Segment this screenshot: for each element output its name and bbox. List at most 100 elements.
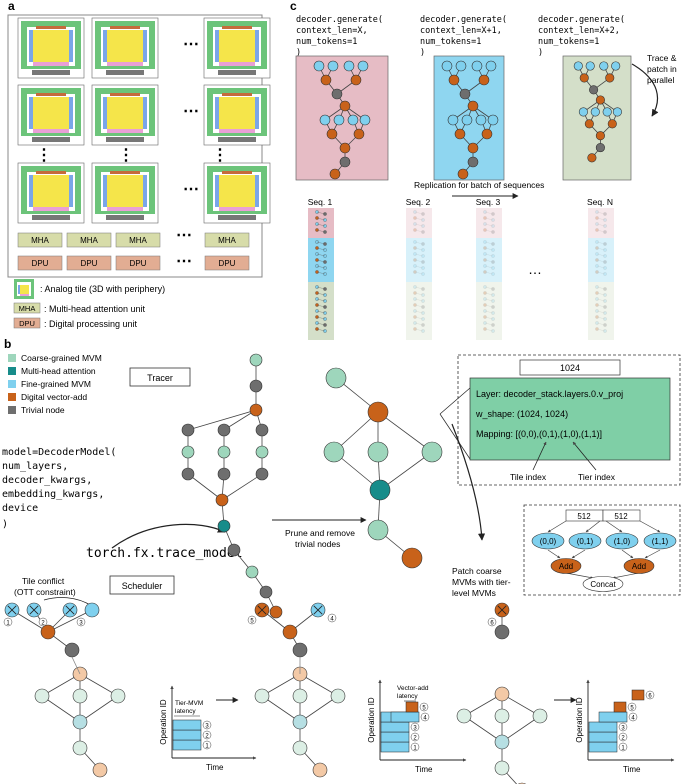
- tile-periph-bottom: [33, 207, 69, 211]
- tile-periph-right: [255, 97, 259, 129]
- dec-x-node: [357, 60, 369, 72]
- seq-mini-edge: [414, 271, 424, 275]
- sched-stage-2-body-node: [254, 688, 270, 704]
- seq-mini-node: [603, 299, 607, 303]
- seq-mini-node: [483, 246, 487, 250]
- full-node: [255, 445, 269, 459]
- dec-x-node: [333, 114, 345, 126]
- seq-column-4: [588, 208, 614, 340]
- seq-mini-node: [421, 266, 425, 270]
- code-1-line-3: num_tokens=1: [296, 37, 357, 47]
- full-node: [217, 423, 231, 437]
- code-2-line-1: decoder.generate(: [420, 15, 507, 25]
- seq-mini-node: [421, 329, 425, 333]
- c3-op1-num: 1: [621, 746, 625, 752]
- tile-periph-left: [103, 30, 107, 62]
- add-right-label: Add: [632, 562, 646, 571]
- tile-periph-right: [255, 175, 259, 207]
- mha-unit-0: [17, 232, 63, 248]
- sequence-ellipsis: …: [528, 261, 542, 277]
- seq-mini-edge: [414, 265, 424, 269]
- seq-mini-node: [483, 321, 487, 325]
- seq-mini-edge: [316, 328, 326, 332]
- c2-op2-bar: [380, 731, 410, 743]
- seq-3-label: Seq. 3: [476, 197, 501, 207]
- seq-mini-node: [491, 254, 495, 258]
- dec-x-node: [329, 168, 341, 180]
- dec-x1-node: [441, 60, 453, 72]
- mha-unit-label-2: MHA: [129, 236, 147, 245]
- seq-mini-edge: [316, 223, 326, 227]
- seq-mini-node: [491, 212, 495, 216]
- seq-mini-edge: [414, 229, 424, 233]
- sched-stage-3-body-edge: [501, 715, 541, 743]
- seq-mini-edge: [596, 259, 606, 263]
- seq-mini-edge: [596, 286, 606, 290]
- dec-x1-node: [459, 88, 471, 100]
- seq-mini-edge: [316, 316, 326, 320]
- tile-r0-c1: [91, 17, 159, 79]
- c3-op5-bar: [613, 701, 627, 713]
- mha-unit-label-0: MHA: [31, 236, 49, 245]
- tile-periph-right: [143, 30, 147, 62]
- trace-note-1: Trace &: [647, 53, 677, 63]
- scheduler-label: Scheduler: [122, 581, 163, 591]
- seq-mini-edge: [414, 259, 424, 263]
- pruned-graph: [323, 367, 443, 569]
- seq-mini-edge: [596, 253, 606, 257]
- seq-mini-edge: [484, 316, 494, 320]
- seq-mini-node: [595, 216, 599, 220]
- seq-column-1: [308, 208, 334, 340]
- tile-base: [32, 70, 70, 75]
- seq-mini-edge: [596, 265, 606, 269]
- sched-s3-top-graph: [494, 602, 510, 640]
- legend-tile-text: : Analog tile (3D with periphery): [40, 284, 165, 294]
- tile-periph-top: [110, 93, 140, 96]
- sched-s1-num-ring: [3, 617, 13, 627]
- c3-op6-num: 6: [648, 694, 652, 700]
- dec-x1-node: [481, 128, 493, 140]
- seq-mini-edge: [596, 328, 606, 332]
- dec-x2-node: [584, 119, 594, 129]
- sched-s1-top-node: [40, 624, 56, 640]
- seq-mini-node: [413, 228, 417, 232]
- tile-array: [107, 175, 143, 207]
- tile-r1-c2: [203, 84, 271, 146]
- seq-block-pink: [308, 208, 334, 238]
- seq-mini-edge: [596, 298, 606, 302]
- tile-periph-left: [215, 30, 219, 62]
- seq-mini-node: [491, 293, 495, 297]
- decoder-graphs: [313, 60, 622, 180]
- tile-index-pointer: [532, 441, 547, 471]
- full-node: [249, 403, 263, 417]
- tier-latency-1: Tier-MVM: [175, 700, 203, 707]
- dec-x2-node: [578, 107, 588, 117]
- trace-call: torch.fx.trace_model: [86, 546, 243, 561]
- seq-block-blue: [588, 238, 614, 282]
- sched-stage-1-body-edge: [79, 695, 119, 723]
- seq-mini-node: [491, 224, 495, 228]
- seq-mini-node: [491, 272, 495, 276]
- tile-array: [33, 30, 69, 62]
- seq-mini-edge: [414, 316, 424, 320]
- full-node: [227, 543, 241, 557]
- legend-add-text: Digital vector-add: [21, 392, 87, 402]
- seq-mini-node: [483, 303, 487, 307]
- sched-stage-3-body-node: [494, 734, 510, 750]
- seq-mini-node: [421, 305, 425, 309]
- sched-stage-1-body-edge: [41, 673, 81, 697]
- sched-s3-num-ring: [487, 617, 497, 627]
- seq-mini-node: [603, 230, 607, 234]
- seq-mini-node: [413, 252, 417, 256]
- seq-mini-node: [491, 287, 495, 291]
- dec-x2-node: [590, 107, 600, 117]
- dec-x-node: [339, 100, 351, 112]
- tile-node-10-label: (1,0): [614, 537, 631, 546]
- panel-c-label: c: [290, 0, 297, 13]
- dpu-unit-label-0: DPU: [32, 259, 49, 268]
- tile-base: [106, 70, 144, 75]
- dec-x-node: [347, 114, 359, 126]
- mha-unit-label-1: MHA: [80, 236, 98, 245]
- full-edge: [187, 473, 223, 501]
